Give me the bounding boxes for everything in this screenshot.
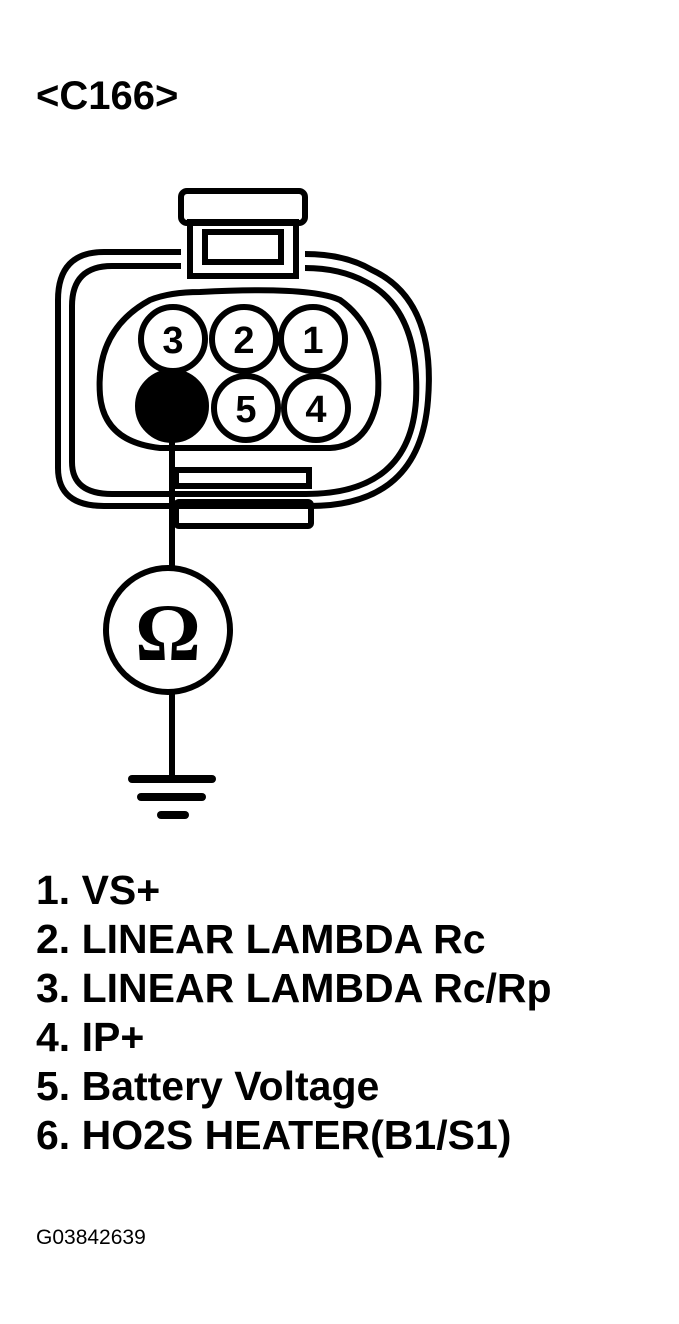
- ohm-symbol: Ω: [135, 587, 201, 678]
- legend-item-5: 5. Battery Voltage: [36, 1063, 380, 1109]
- pin-5-label: 5: [235, 389, 256, 431]
- ground-icon: [128, 775, 216, 819]
- legend-item-4: 4. IP+: [36, 1014, 145, 1060]
- pin-1: [278, 304, 348, 374]
- legend-item-6: 6. HO2S HEATER(B1/S1): [36, 1112, 512, 1158]
- pin-cavity: [96, 287, 382, 451]
- figure-code: G03842639: [36, 1226, 146, 1249]
- pin-4: [281, 373, 351, 443]
- connector-housing-outer: [55, 249, 432, 509]
- connector-label: <C166>: [36, 74, 179, 118]
- connector-lock-tab: [173, 467, 314, 529]
- pin-3-label: 3: [162, 320, 183, 362]
- pin-1-label: 1: [302, 320, 323, 362]
- legend-item-3: 3. LINEAR LAMBDA Rc/Rp: [36, 965, 552, 1011]
- connector-diagram: 1 2 3 4 5 Ω: [55, 188, 432, 819]
- connector-housing-inner: [69, 263, 420, 497]
- pin-5: [211, 373, 281, 443]
- ohmmeter-icon: [103, 565, 233, 695]
- legend-item-1: 1. VS+: [36, 867, 161, 913]
- pin-4-label: 4: [305, 389, 326, 431]
- legend-item-2: 2. LINEAR LAMBDA Rc: [36, 916, 486, 962]
- pin-legend: 1. VS+ 2. LINEAR LAMBDA Rc 3. LINEAR LAM…: [36, 866, 552, 1160]
- pin-2: [209, 304, 279, 374]
- connector-latch: [178, 188, 308, 279]
- pin-2-label: 2: [233, 320, 254, 362]
